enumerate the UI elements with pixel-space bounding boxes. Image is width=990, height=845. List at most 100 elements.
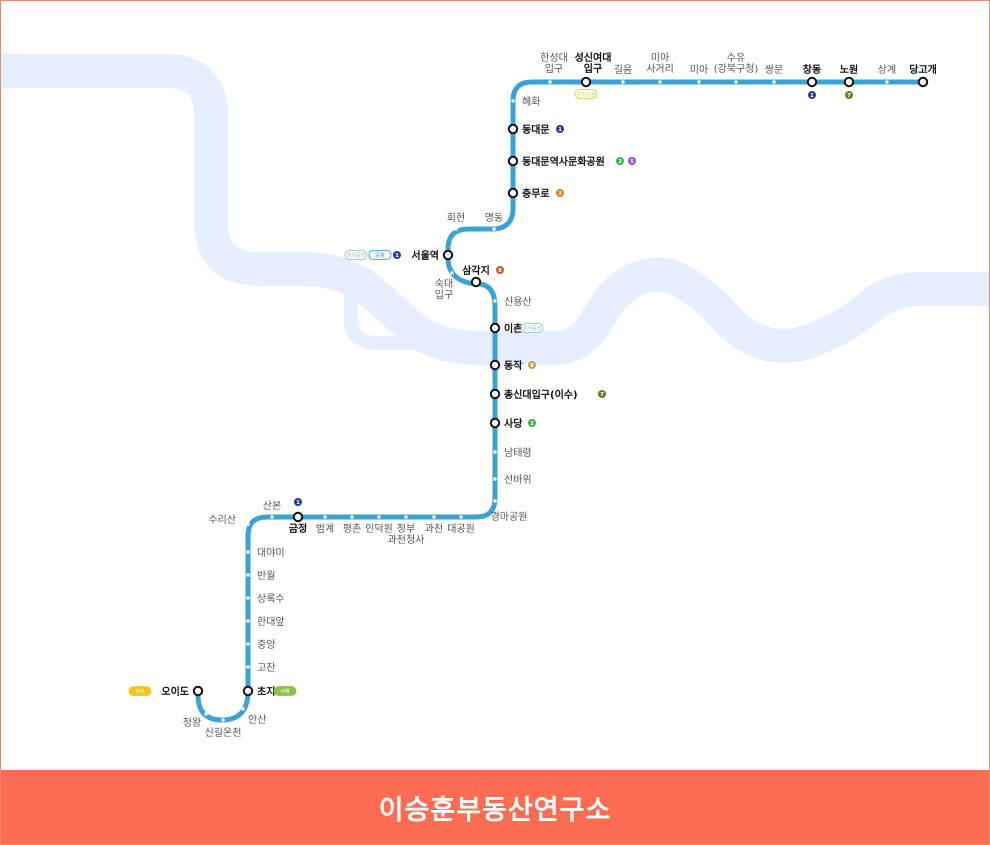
transfer-station-marker[interactable] bbox=[843, 76, 855, 88]
station-marker[interactable] bbox=[241, 707, 245, 711]
station-label: 회현 bbox=[447, 212, 465, 224]
transfer-pill-label: 우이신설 bbox=[577, 91, 596, 98]
station-marker[interactable] bbox=[658, 80, 662, 84]
transfer-line-badge bbox=[528, 361, 536, 369]
station-marker[interactable] bbox=[404, 515, 408, 519]
station-sublabel: 사거리 bbox=[646, 63, 674, 75]
station-marker[interactable] bbox=[511, 99, 515, 103]
station-label: 동대문역사문화공원 bbox=[522, 155, 605, 168]
transfer-line-badge bbox=[616, 157, 624, 165]
transfer-pill-label: 서해 bbox=[280, 688, 290, 695]
transfer-line-number: 2 bbox=[618, 159, 622, 165]
transfer-station-marker[interactable] bbox=[580, 76, 592, 88]
station-marker[interactable] bbox=[246, 550, 250, 554]
station-marker[interactable] bbox=[621, 80, 625, 84]
station-marker[interactable] bbox=[432, 515, 436, 519]
transfer-line-number: 1 bbox=[810, 93, 814, 99]
transfer-station-marker[interactable] bbox=[507, 187, 519, 199]
station-marker[interactable] bbox=[246, 522, 250, 526]
transfer-station-marker[interactable] bbox=[507, 155, 519, 167]
transfer-pill bbox=[273, 686, 297, 696]
station-marker[interactable] bbox=[221, 718, 225, 722]
station-marker[interactable] bbox=[246, 573, 250, 577]
transfer-station-marker[interactable] bbox=[292, 511, 304, 523]
transfer-line-number: 7 bbox=[600, 392, 604, 398]
station-label: 숙대 bbox=[435, 278, 453, 290]
station-label: 미아 bbox=[651, 52, 669, 64]
transfer-line-badge bbox=[845, 91, 853, 99]
transfer-station-marker[interactable] bbox=[489, 322, 501, 334]
station-label: 명동 bbox=[485, 212, 503, 224]
station-label: 길음 bbox=[614, 63, 632, 76]
station-marker[interactable] bbox=[350, 515, 354, 519]
station-marker[interactable] bbox=[270, 515, 274, 519]
transfer-pill bbox=[344, 250, 368, 260]
transfer-station-marker[interactable] bbox=[489, 388, 501, 400]
transfer-pill bbox=[128, 686, 152, 696]
transfer-station-marker[interactable] bbox=[917, 76, 929, 88]
station-marker[interactable] bbox=[772, 80, 776, 84]
station-label: 평촌 bbox=[343, 523, 361, 535]
station-sublabel: 입구 bbox=[435, 288, 453, 301]
transfer-station-marker[interactable] bbox=[507, 123, 519, 135]
station-label: 혜화 bbox=[522, 96, 540, 108]
transfer-line-number: 1 bbox=[558, 127, 562, 133]
station-sublabel: (강북구청) bbox=[714, 63, 759, 75]
station-marker[interactable] bbox=[697, 80, 701, 84]
station-label: 삼각지 bbox=[462, 264, 490, 277]
station-marker[interactable] bbox=[246, 642, 250, 646]
station-label: 인덕원 bbox=[365, 523, 393, 535]
station-label: 이촌 bbox=[504, 322, 522, 335]
station-marker[interactable] bbox=[246, 665, 250, 669]
station-marker[interactable] bbox=[734, 80, 738, 84]
transfer-station-marker[interactable] bbox=[242, 685, 254, 697]
station-label: 선바위 bbox=[504, 473, 532, 486]
station-marker[interactable] bbox=[493, 499, 497, 503]
transfer-station-marker[interactable] bbox=[470, 276, 482, 288]
station-marker[interactable] bbox=[493, 477, 497, 481]
transfer-station-marker[interactable] bbox=[489, 359, 501, 371]
station-marker[interactable] bbox=[493, 299, 497, 303]
station-label: 한성대 bbox=[540, 52, 568, 64]
station-marker[interactable] bbox=[548, 80, 552, 84]
station-label: 상록수 bbox=[257, 593, 285, 605]
transfer-line-badge bbox=[808, 91, 816, 99]
transfer-station-marker[interactable] bbox=[442, 249, 454, 261]
station-label: 대공원 bbox=[447, 523, 475, 535]
transfer-line-number: 2 bbox=[530, 421, 534, 427]
transfer-station-marker[interactable] bbox=[489, 417, 501, 429]
station-marker[interactable] bbox=[454, 227, 458, 231]
station-label: 초지 bbox=[257, 685, 275, 698]
station-marker[interactable] bbox=[885, 80, 889, 84]
station-label: 미아 bbox=[690, 64, 708, 76]
station-marker[interactable] bbox=[459, 515, 463, 519]
transfer-station-marker[interactable] bbox=[806, 76, 818, 88]
station-marker[interactable] bbox=[377, 515, 381, 519]
station-marker[interactable] bbox=[493, 450, 497, 454]
station-label: 상계 bbox=[878, 64, 896, 76]
station-sublabel: 과천청사 bbox=[388, 534, 425, 546]
transfer-line-badge bbox=[528, 419, 536, 427]
station-label: 신용산 bbox=[504, 296, 532, 308]
station-label: 산본 bbox=[263, 500, 281, 512]
transfer-line-badge bbox=[556, 125, 564, 133]
station-label: 창동 bbox=[803, 63, 821, 76]
transfer-line-badge bbox=[496, 266, 504, 274]
station-marker[interactable] bbox=[450, 271, 454, 275]
station-sublabel: 입구 bbox=[584, 62, 602, 75]
station-marker[interactable] bbox=[246, 596, 250, 600]
station-label: 중앙 bbox=[257, 639, 275, 651]
station-label: 신길온천 bbox=[205, 726, 242, 739]
station-marker[interactable] bbox=[323, 515, 327, 519]
station-marker[interactable] bbox=[492, 227, 496, 231]
transfer-line-number: 7 bbox=[847, 93, 851, 99]
station-marker[interactable] bbox=[204, 712, 208, 716]
station-label: 남태령 bbox=[504, 447, 532, 459]
station-marker[interactable] bbox=[246, 619, 250, 623]
station-label: 안산 bbox=[248, 714, 266, 726]
transfer-station-marker[interactable] bbox=[192, 685, 204, 697]
transfer-line-number: 1 bbox=[296, 500, 300, 506]
footer-title: 이승훈부동산연구소 bbox=[378, 794, 612, 826]
station-label: 수리산 bbox=[208, 514, 236, 526]
